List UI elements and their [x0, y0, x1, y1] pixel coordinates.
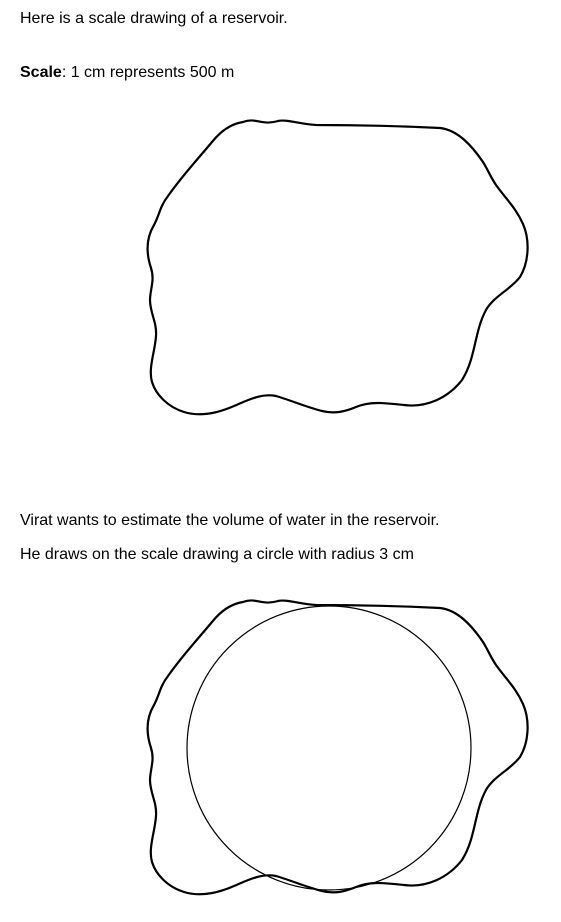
radius-circle	[186, 605, 472, 891]
reservoir-outline	[146, 599, 529, 896]
reservoir-outline	[146, 119, 529, 416]
scale-label: Scale	[20, 64, 62, 81]
reservoir-circle-svg	[146, 599, 529, 896]
question-line-1: Virat wants to estimate the volume of wa…	[20, 512, 440, 529]
question-line-2: He draws on the scale drawing a circle w…	[20, 546, 414, 563]
intro-text: Here is a scale drawing of a reservoir.	[20, 10, 288, 27]
reservoir-drawing	[0, 110, 561, 430]
scale-statement: Scale: 1 cm represents 500 m	[20, 63, 234, 83]
scale-value: : 1 cm represents 500 m	[61, 64, 235, 81]
reservoir-outline-svg	[146, 119, 529, 416]
reservoir-with-circle-drawing	[0, 590, 561, 910]
